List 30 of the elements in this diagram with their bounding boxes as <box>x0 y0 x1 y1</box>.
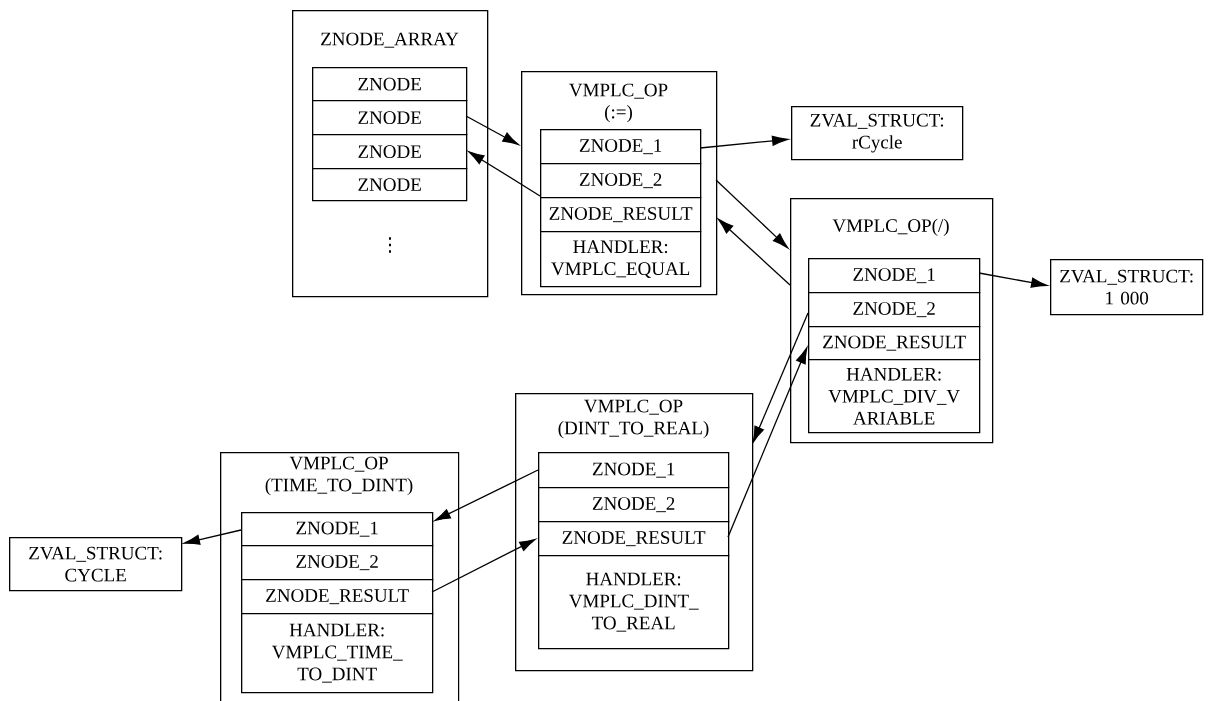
field-cell: ZNODE_2 <box>808 292 981 328</box>
field-cell: ZNODE <box>312 168 468 202</box>
field-cell: ZNODE_1 <box>808 258 981 294</box>
field-cell: ZNODE_RESULT <box>540 197 702 233</box>
field-cell: ZNODE_1 <box>540 129 702 165</box>
arrow <box>699 135 789 149</box>
arrow <box>727 347 808 538</box>
field-cell: ZNODE_1 <box>241 512 434 547</box>
field-cell: ZNODE <box>312 134 468 170</box>
field-cell: ZNODE_1 <box>538 452 730 489</box>
field-cell: ZNODE_2 <box>241 545 434 581</box>
field-cell: ZNODE <box>312 100 468 136</box>
arrow <box>717 218 791 286</box>
field-cell: ZNODE_2 <box>538 487 730 523</box>
value-box: ZVAL_STRUCT: CYCLE <box>9 537 183 592</box>
arrow <box>715 179 789 249</box>
field-cell: HANDLER: VMPLC_EQUAL <box>540 231 702 288</box>
value-box: ZVAL_STRUCT: 1 000 <box>1050 259 1204 316</box>
value-box: ZVAL_STRUCT: rCycle <box>791 106 964 161</box>
field-cell: ZNODE_RESULT <box>241 579 434 615</box>
arrow <box>434 469 539 522</box>
arrow <box>465 115 519 145</box>
arrow <box>978 272 1048 288</box>
field-cell: ZNODE <box>312 67 468 102</box>
arrow <box>183 529 242 545</box>
field-cell: ZNODE_2 <box>540 163 702 199</box>
field-cell: ZNODE_RESULT <box>808 326 981 361</box>
arrow <box>468 151 541 197</box>
arrow <box>431 538 536 593</box>
field-cell: ZNODE_RESULT <box>538 521 730 557</box>
